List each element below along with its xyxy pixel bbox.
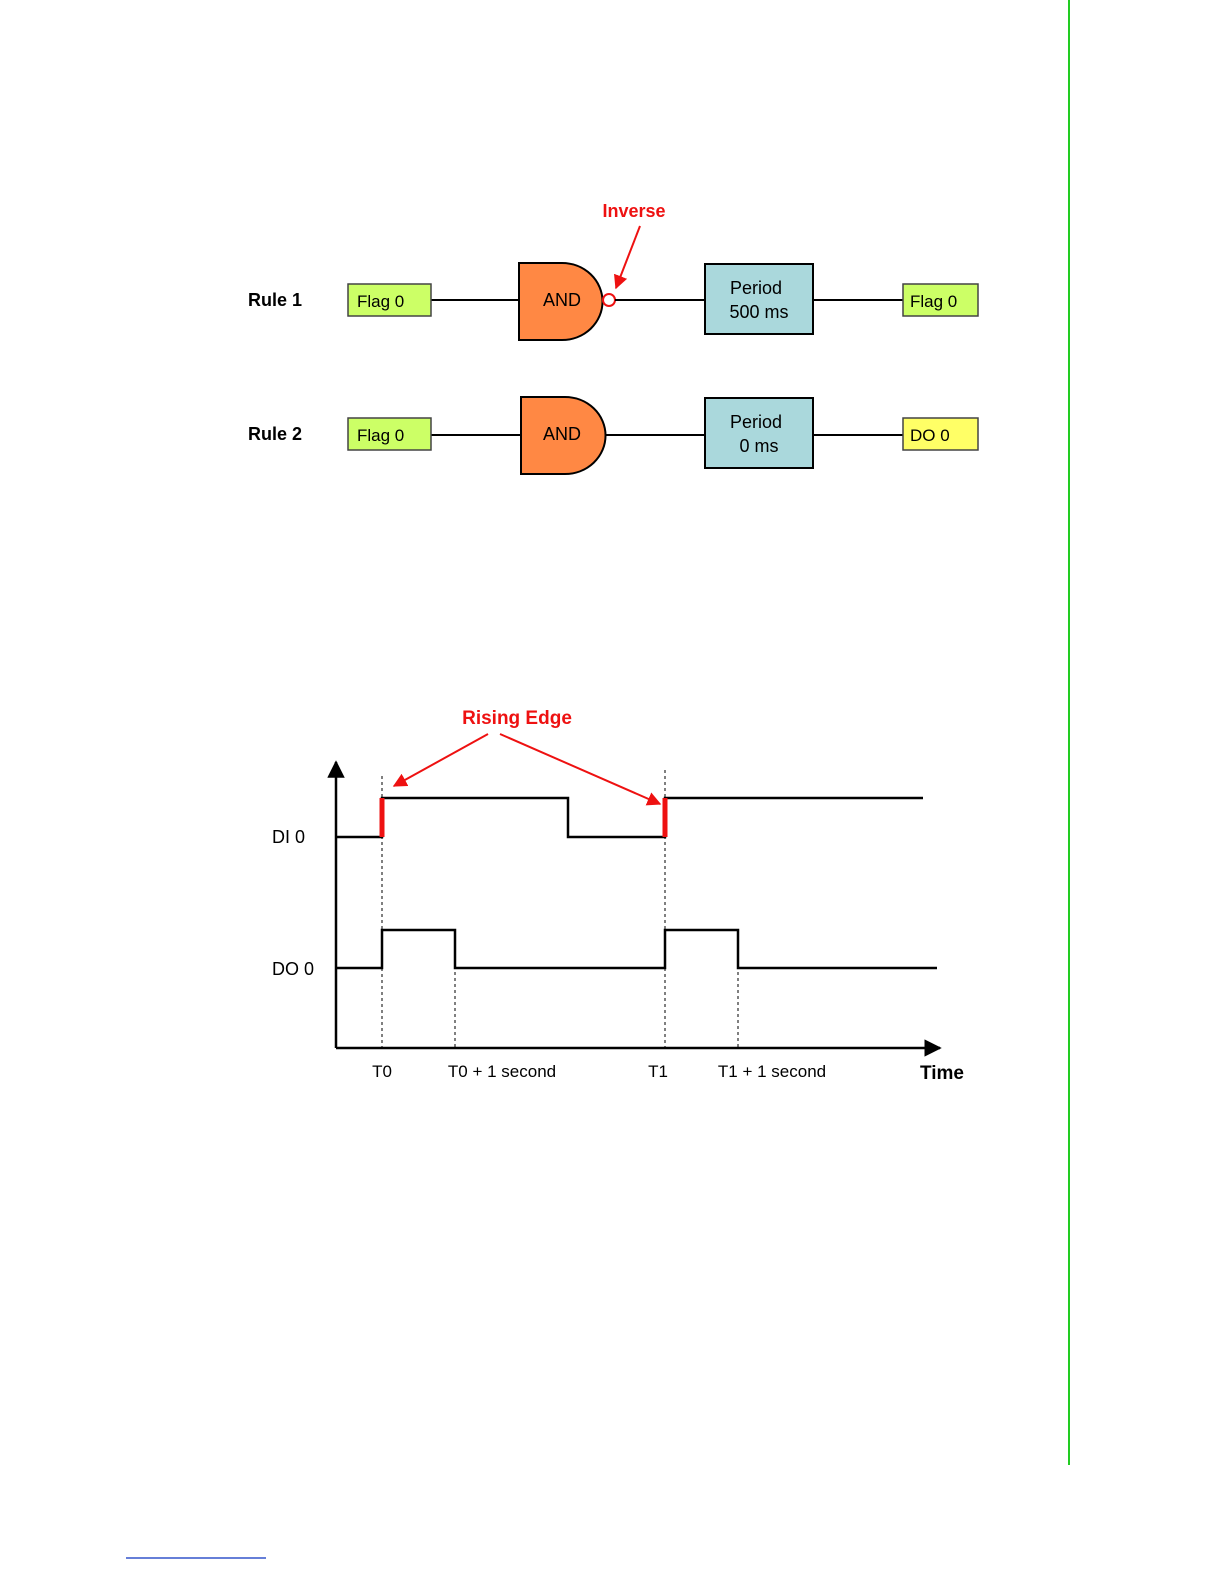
annotation-rising-edge: Rising Edge xyxy=(462,708,572,729)
rule-1-gate-label: AND xyxy=(543,290,581,310)
signal-do-label: DO 0 xyxy=(272,959,314,979)
rule-1-label: Rule 1 xyxy=(248,290,302,310)
signal-di-label: DI 0 xyxy=(272,827,305,847)
rule-1-period-line1: Period xyxy=(730,278,782,298)
tick-label-t0: T0 xyxy=(372,1062,392,1081)
di-waveform xyxy=(336,798,923,837)
logic-diagram: Inverse Rule 1 Flag 0 AND Period 500 ms … xyxy=(248,201,978,474)
annotation-inverse-arrow xyxy=(616,226,640,288)
rule-1: Rule 1 Flag 0 AND Period 500 ms Flag 0 xyxy=(248,263,978,340)
axis-label-time: Time xyxy=(920,1063,964,1084)
rising-edge-arrow-t0 xyxy=(394,734,488,786)
tick-label-t0-plus-1s: T0 + 1 second xyxy=(448,1062,556,1081)
rule-2-output-label: DO 0 xyxy=(910,426,950,445)
tick-label-t1: T1 xyxy=(648,1062,668,1081)
rule-2-period-box xyxy=(705,398,813,468)
rule-2-period-line1: Period xyxy=(730,412,782,432)
rule-1-inverse-bubble xyxy=(603,294,615,306)
tick-label-t1-plus-1s: T1 + 1 second xyxy=(718,1062,826,1081)
rule-1-output-label: Flag 0 xyxy=(910,292,957,311)
rule-2-label: Rule 2 xyxy=(248,424,302,444)
rule-1-input-label: Flag 0 xyxy=(357,292,404,311)
rising-edge-arrow-t1 xyxy=(500,734,660,804)
rule-1-period-line2: 500 ms xyxy=(729,302,788,322)
rule-2-period-line2: 0 ms xyxy=(739,436,778,456)
timing-diagram: Rising Edge DI 0 DO 0 T0 T0 + 1 second T… xyxy=(272,708,964,1084)
do-waveform xyxy=(336,930,937,968)
rule-2: Rule 2 Flag 0 AND Period 0 ms DO 0 xyxy=(248,397,978,474)
rule-2-gate-label: AND xyxy=(543,424,581,444)
annotation-inverse: Inverse xyxy=(602,201,665,221)
rule-2-input-label: Flag 0 xyxy=(357,426,404,445)
rule-1-period-box xyxy=(705,264,813,334)
